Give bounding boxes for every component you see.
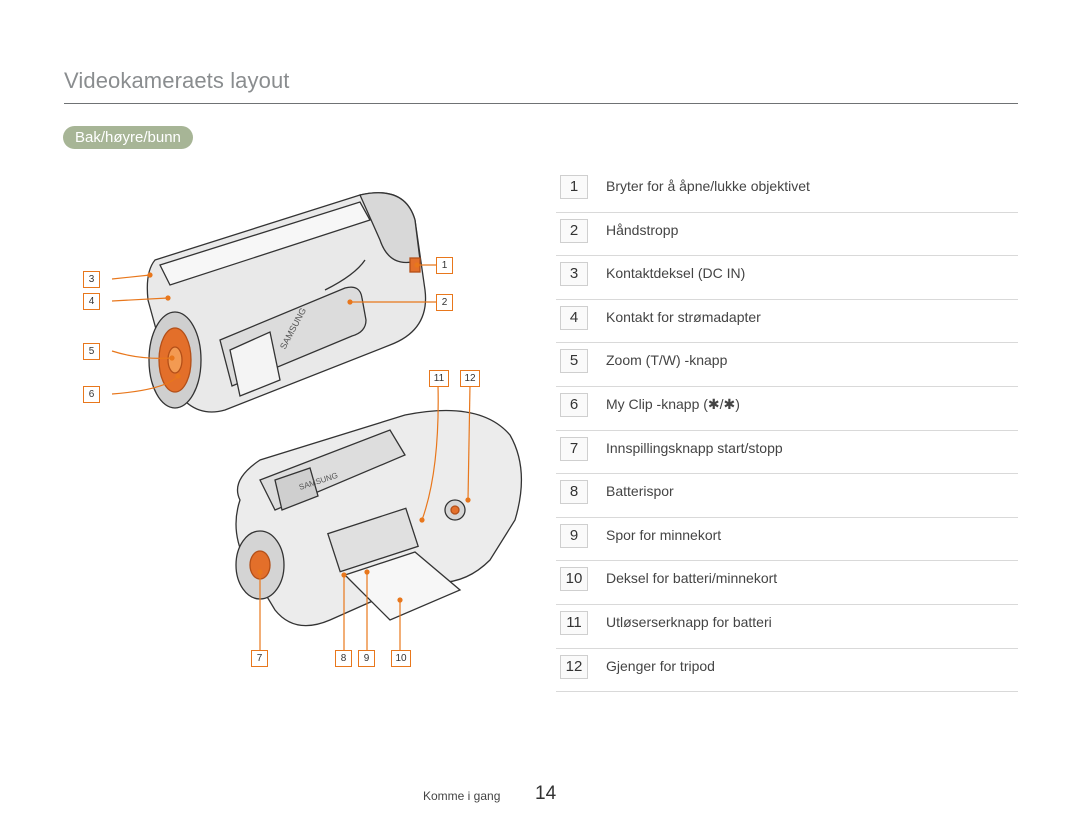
legend-number: 9 xyxy=(560,523,588,548)
parts-legend: 1 Bryter for å åpne/lukke objektivet 2 H… xyxy=(556,169,1018,693)
legend-item: 10 Deksel for batteri/minnekort xyxy=(556,561,1018,605)
legend-number: 5 xyxy=(560,349,588,374)
legend-item: 1 Bryter for å åpne/lukke objektivet xyxy=(556,169,1018,213)
callout-11: 11 xyxy=(429,370,449,387)
callout-1: 1 xyxy=(436,257,453,274)
legend-number: 1 xyxy=(560,175,588,199)
leader-lines xyxy=(111,262,471,650)
callout-9: 9 xyxy=(358,650,375,667)
callout-2: 2 xyxy=(436,294,453,311)
legend-label: Håndstropp xyxy=(606,221,679,238)
camcorder-side-view xyxy=(146,192,427,413)
legend-item: 6 My Clip -knapp (✱/✱) xyxy=(556,387,1018,431)
legend-label: Kontaktdeksel (DC IN) xyxy=(606,265,746,282)
legend-number: 12 xyxy=(560,654,588,679)
legend-label: Spor for minnekort xyxy=(606,526,722,543)
callout-7: 7 xyxy=(251,650,268,667)
legend-label: Kontakt for strømadapter xyxy=(606,308,761,325)
legend-label: Bryter for å åpne/lukke objektivet xyxy=(606,178,810,194)
legend-label: Innspillingsknapp start/stopp xyxy=(606,439,783,456)
page-number: 14 xyxy=(535,783,557,804)
camcorder-bottom-view xyxy=(235,409,523,627)
legend-number: 3 xyxy=(560,262,588,287)
legend-label: Deksel for batteri/minnekort xyxy=(606,570,778,587)
legend-number: 10 xyxy=(560,567,588,592)
legend-item: 11 Utløserserknapp for batteri xyxy=(556,605,1018,649)
footer-section-label: Komme i gang xyxy=(423,789,501,803)
legend-label: Zoom (T/W) -knapp xyxy=(606,352,728,369)
camcorder-figure: SAMSUNG SAMSUNG xyxy=(60,180,540,680)
page-title: Videokameraets layout xyxy=(64,68,290,93)
legend-label: My Clip -knapp (✱/✱) xyxy=(606,395,740,412)
callout-3: 3 xyxy=(83,271,100,288)
callout-12: 12 xyxy=(460,370,480,387)
callout-8: 8 xyxy=(335,650,352,667)
callout-4: 4 xyxy=(83,293,100,310)
legend-item: 5 Zoom (T/W) -knapp xyxy=(556,343,1018,387)
title-divider xyxy=(64,103,1018,104)
legend-number: 7 xyxy=(560,436,588,461)
legend-item: 9 Spor for minnekort xyxy=(556,518,1018,562)
callout-6: 6 xyxy=(83,386,100,403)
section-heading: Bak/høyre/bunn xyxy=(63,126,193,149)
legend-label: Gjenger for tripod xyxy=(606,657,715,674)
legend-number: 6 xyxy=(560,392,588,417)
legend-label: Utløserserknapp for batteri xyxy=(606,613,772,630)
legend-number: 4 xyxy=(560,305,588,330)
legend-item: 2 Håndstropp xyxy=(556,213,1018,257)
callout-10: 10 xyxy=(391,650,411,667)
legend-item: 3 Kontaktdeksel (DC IN) xyxy=(556,256,1018,300)
legend-number: 2 xyxy=(560,218,588,243)
callout-5: 5 xyxy=(83,343,100,360)
legend-item: 8 Batterispor xyxy=(556,474,1018,518)
legend-item: 4 Kontakt for strømadapter xyxy=(556,300,1018,344)
legend-number: 11 xyxy=(560,610,588,635)
legend-number: 8 xyxy=(560,480,588,505)
camcorder-illustration: SAMSUNG SAMSUNG xyxy=(111,192,523,650)
legend-item: 12 Gjenger for tripod xyxy=(556,649,1018,693)
legend-label: Batterispor xyxy=(606,483,674,500)
legend-item: 7 Innspillingsknapp start/stopp xyxy=(556,431,1018,475)
